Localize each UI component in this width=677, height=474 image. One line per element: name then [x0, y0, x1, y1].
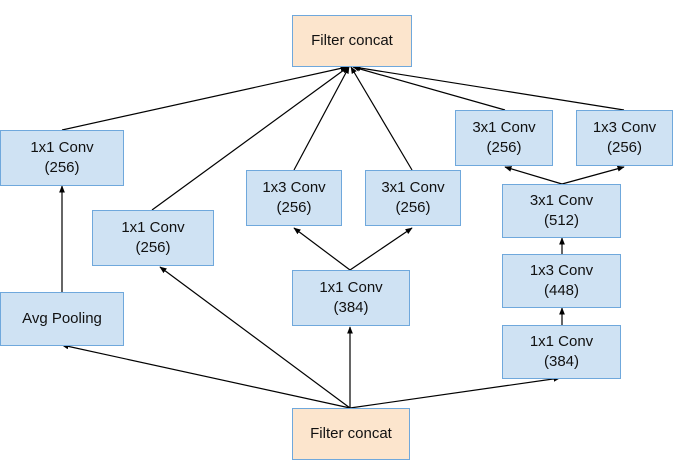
pool-projection-conv-line1: 1x1 Conv [30, 139, 94, 156]
edge-input-to-branch1x1 [159, 266, 351, 409]
filter-concat-output: Filter concat [292, 15, 412, 67]
edge-branch1x1-to-output [151, 66, 349, 211]
edge-b4-3x1-to-out3x1 [504, 166, 563, 185]
edge-b4-out1x3-to-output [353, 65, 625, 111]
avg-pooling: Avg Pooling [0, 292, 124, 346]
edge-poolproj-to-output [61, 65, 348, 131]
branch1x1-conv-line1: 1x1 Conv [121, 219, 185, 236]
branch3-reduce-conv-line2: (384) [333, 299, 369, 316]
branch3-3x1-conv-line1: 3x1 Conv [381, 179, 445, 196]
branch4-out-3x1-conv-line1: 3x1 Conv [472, 119, 536, 136]
branch4-3x1-conv-line1: 3x1 Conv [529, 192, 594, 209]
branch3-1x3-conv: 1x3 Conv (256) [246, 170, 342, 226]
branch4-1x3-conv: 1x3 Conv (448) [502, 254, 621, 308]
branch3-reduce-conv: 1x1 Conv (384) [292, 270, 410, 326]
branch3-1x3-conv-line2: (256) [276, 199, 312, 216]
branch4-1x3-conv-line2: (448) [543, 282, 580, 299]
branch3-1x3-conv-line1: 1x3 Conv [262, 179, 326, 196]
edge-b4-3x1-to-out1x3 [561, 165, 625, 185]
branch3-3x1-conv: 3x1 Conv (256) [365, 170, 461, 226]
filter-concat-input-label: Filter concat [310, 425, 392, 442]
branch4-out-1x3-conv-line1: 1x3 Conv [592, 119, 657, 136]
filter-concat-output-label: Filter concat [311, 32, 393, 49]
branch1x1-conv: 1x1 Conv (256) [92, 210, 214, 266]
edge-b3reduce-to-3x1 [349, 227, 413, 271]
edge-b4-out3x1-to-output [352, 65, 506, 111]
edge-input-to-avg-pooling [61, 343, 351, 409]
edge-b3-3x1-to-output [350, 66, 413, 171]
branch4-reduce-conv: 1x1 Conv (384) [502, 325, 621, 379]
branch3-reduce-conv-line1: 1x1 Conv [319, 279, 383, 296]
edge-b3reduce-to-1x3 [293, 227, 351, 271]
avg-pooling-label: Avg Pooling [22, 310, 102, 327]
branch3-3x1-conv-line2: (256) [395, 199, 431, 216]
branch4-out-3x1-conv: 3x1 Conv (256) [455, 110, 553, 166]
branch4-3x1-conv-line2: (512) [543, 212, 580, 229]
branch4-1x3-conv-line1: 1x3 Conv [529, 262, 594, 279]
pool-projection-conv: 1x1 Conv (256) [0, 130, 124, 186]
edge-b3-1x3-to-output [293, 66, 350, 171]
branch1x1-conv-line2: (256) [135, 239, 171, 256]
branch4-3x1-conv: 3x1 Conv (512) [502, 184, 621, 238]
branch4-reduce-conv-line2: (384) [543, 353, 580, 370]
edge-input-to-b4-reduce [349, 376, 561, 409]
branch4-out-1x3-conv: 1x3 Conv (256) [576, 110, 673, 166]
pool-projection-conv-line2: (256) [44, 159, 80, 176]
filter-concat-input: Filter concat [292, 408, 410, 460]
branch4-reduce-conv-line1: 1x1 Conv [529, 333, 594, 350]
branch4-out-3x1-conv-line2: (256) [486, 139, 522, 156]
branch4-out-1x3-conv-line2: (256) [606, 139, 643, 156]
